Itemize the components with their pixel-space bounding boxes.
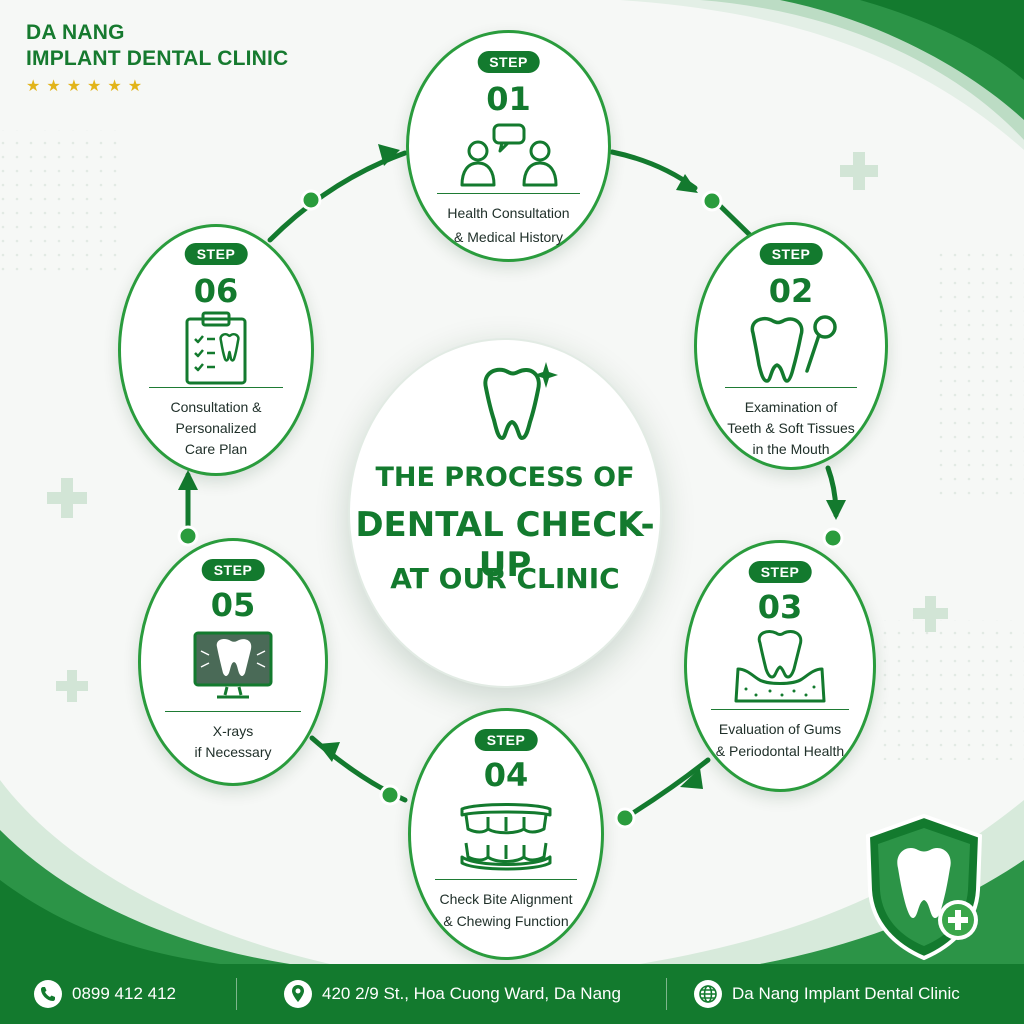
- footer-address-text: 420 2/9 St., Hoa Cuong Ward, Da Nang: [322, 984, 621, 1003]
- step-divider: [725, 387, 857, 388]
- rating-stars: ★★★★★★: [26, 78, 149, 95]
- step-badge: STEP: [759, 243, 823, 265]
- step-caption-2: & Medical History: [454, 229, 563, 245]
- step-number: 04: [483, 756, 529, 794]
- step-badge: STEP: [748, 561, 812, 583]
- brand-name-line2: IMPLANT DENTAL CLINIC: [26, 47, 289, 70]
- tooth-gum-icon: [734, 629, 826, 703]
- step-caption-2: Teeth & Soft Tissues: [727, 420, 855, 436]
- step-divider: [437, 193, 580, 194]
- center-title-line2: DENTAL CHECK-UP: [355, 505, 655, 585]
- step-caption-2: & Chewing Function: [443, 913, 569, 929]
- step-badge: STEP: [184, 243, 248, 265]
- step-caption-1: Evaluation of Gums: [718, 721, 842, 737]
- step-01: STEP 01 Health Consultation & Medical Hi…: [406, 30, 611, 262]
- step-06: STEP 06 Consultation & Personalized Care…: [118, 224, 314, 476]
- center-title-line3: AT OUR CLINIC: [390, 562, 620, 595]
- step-number: 06: [193, 272, 239, 310]
- step-caption-1: Health Consultation: [447, 205, 570, 221]
- step-caption-3: Care Plan: [184, 441, 248, 457]
- brand-name-line1: DA NANG: [26, 21, 125, 44]
- step-caption-2: Personalized: [175, 420, 257, 436]
- step-caption-1: Check Bite Alignment: [439, 891, 573, 907]
- footer-address[interactable]: 420 2/9 St., Hoa Cuong Ward, Da Nang: [284, 964, 621, 1024]
- footer-separator: [236, 978, 237, 1010]
- footer-separator: [666, 978, 667, 1010]
- center-title-circle: THE PROCESS OF DENTAL CHECK-UP AT OUR CL…: [348, 338, 662, 688]
- step-divider: [149, 387, 283, 388]
- clipboard-plan-icon: [185, 311, 247, 385]
- step-caption-1: X-rays: [212, 723, 254, 739]
- center-title-line1: THE PROCESS OF: [375, 462, 635, 493]
- step-badge: STEP: [474, 729, 538, 751]
- step-02: STEP 02 Examination of Teeth & Soft Tiss…: [694, 222, 888, 470]
- step-number: 01: [486, 80, 531, 118]
- step-caption-3: in the Mouth: [752, 441, 830, 457]
- globe-icon: [694, 980, 722, 1008]
- step-caption-2: if Necessary: [194, 744, 272, 760]
- step-caption-1: Consultation &: [170, 399, 262, 415]
- step-03: STEP 03 Evaluation of Gums & Periodontal…: [684, 540, 876, 792]
- xray-monitor-icon: [193, 631, 273, 699]
- contact-footer: 0899 412 412 420 2/9 St., Hoa Cuong Ward…: [0, 964, 1024, 1024]
- brand-block: DA NANG IMPLANT DENTAL CLINIC ★★★★★★: [26, 20, 288, 96]
- step-05: STEP 05 X-rays if Necessary: [138, 538, 328, 786]
- shield-tooth-icon: [865, 813, 983, 961]
- step-number: 02: [768, 272, 814, 310]
- step-badge: STEP: [201, 559, 265, 581]
- tooth-mirror-icon: [750, 315, 837, 383]
- step-divider: [711, 709, 849, 710]
- step-number: 05: [210, 586, 256, 624]
- phone-icon: [34, 980, 62, 1008]
- footer-website-text: Da Nang Implant Dental Clinic: [732, 984, 960, 1003]
- step-04: STEP 04 Check Bite Alignment & Chewing F…: [408, 708, 604, 960]
- step-number: 03: [757, 588, 803, 626]
- sparkle-tooth-icon: [483, 362, 558, 440]
- footer-phone-text: 0899 412 412: [72, 984, 176, 1003]
- footer-website[interactable]: Da Nang Implant Dental Clinic: [694, 964, 960, 1024]
- plus-icon: [47, 152, 948, 702]
- location-pin-icon: [284, 980, 312, 1008]
- step-divider: [435, 879, 577, 880]
- step-caption-2: & Periodontal Health: [715, 743, 845, 759]
- footer-phone[interactable]: 0899 412 412: [34, 964, 176, 1024]
- step-caption-1: Examination of: [744, 399, 838, 415]
- teeth-bite-icon: [460, 803, 552, 871]
- consultation-chat-icon: [460, 123, 557, 187]
- step-divider: [165, 711, 301, 712]
- step-badge: STEP: [477, 51, 540, 73]
